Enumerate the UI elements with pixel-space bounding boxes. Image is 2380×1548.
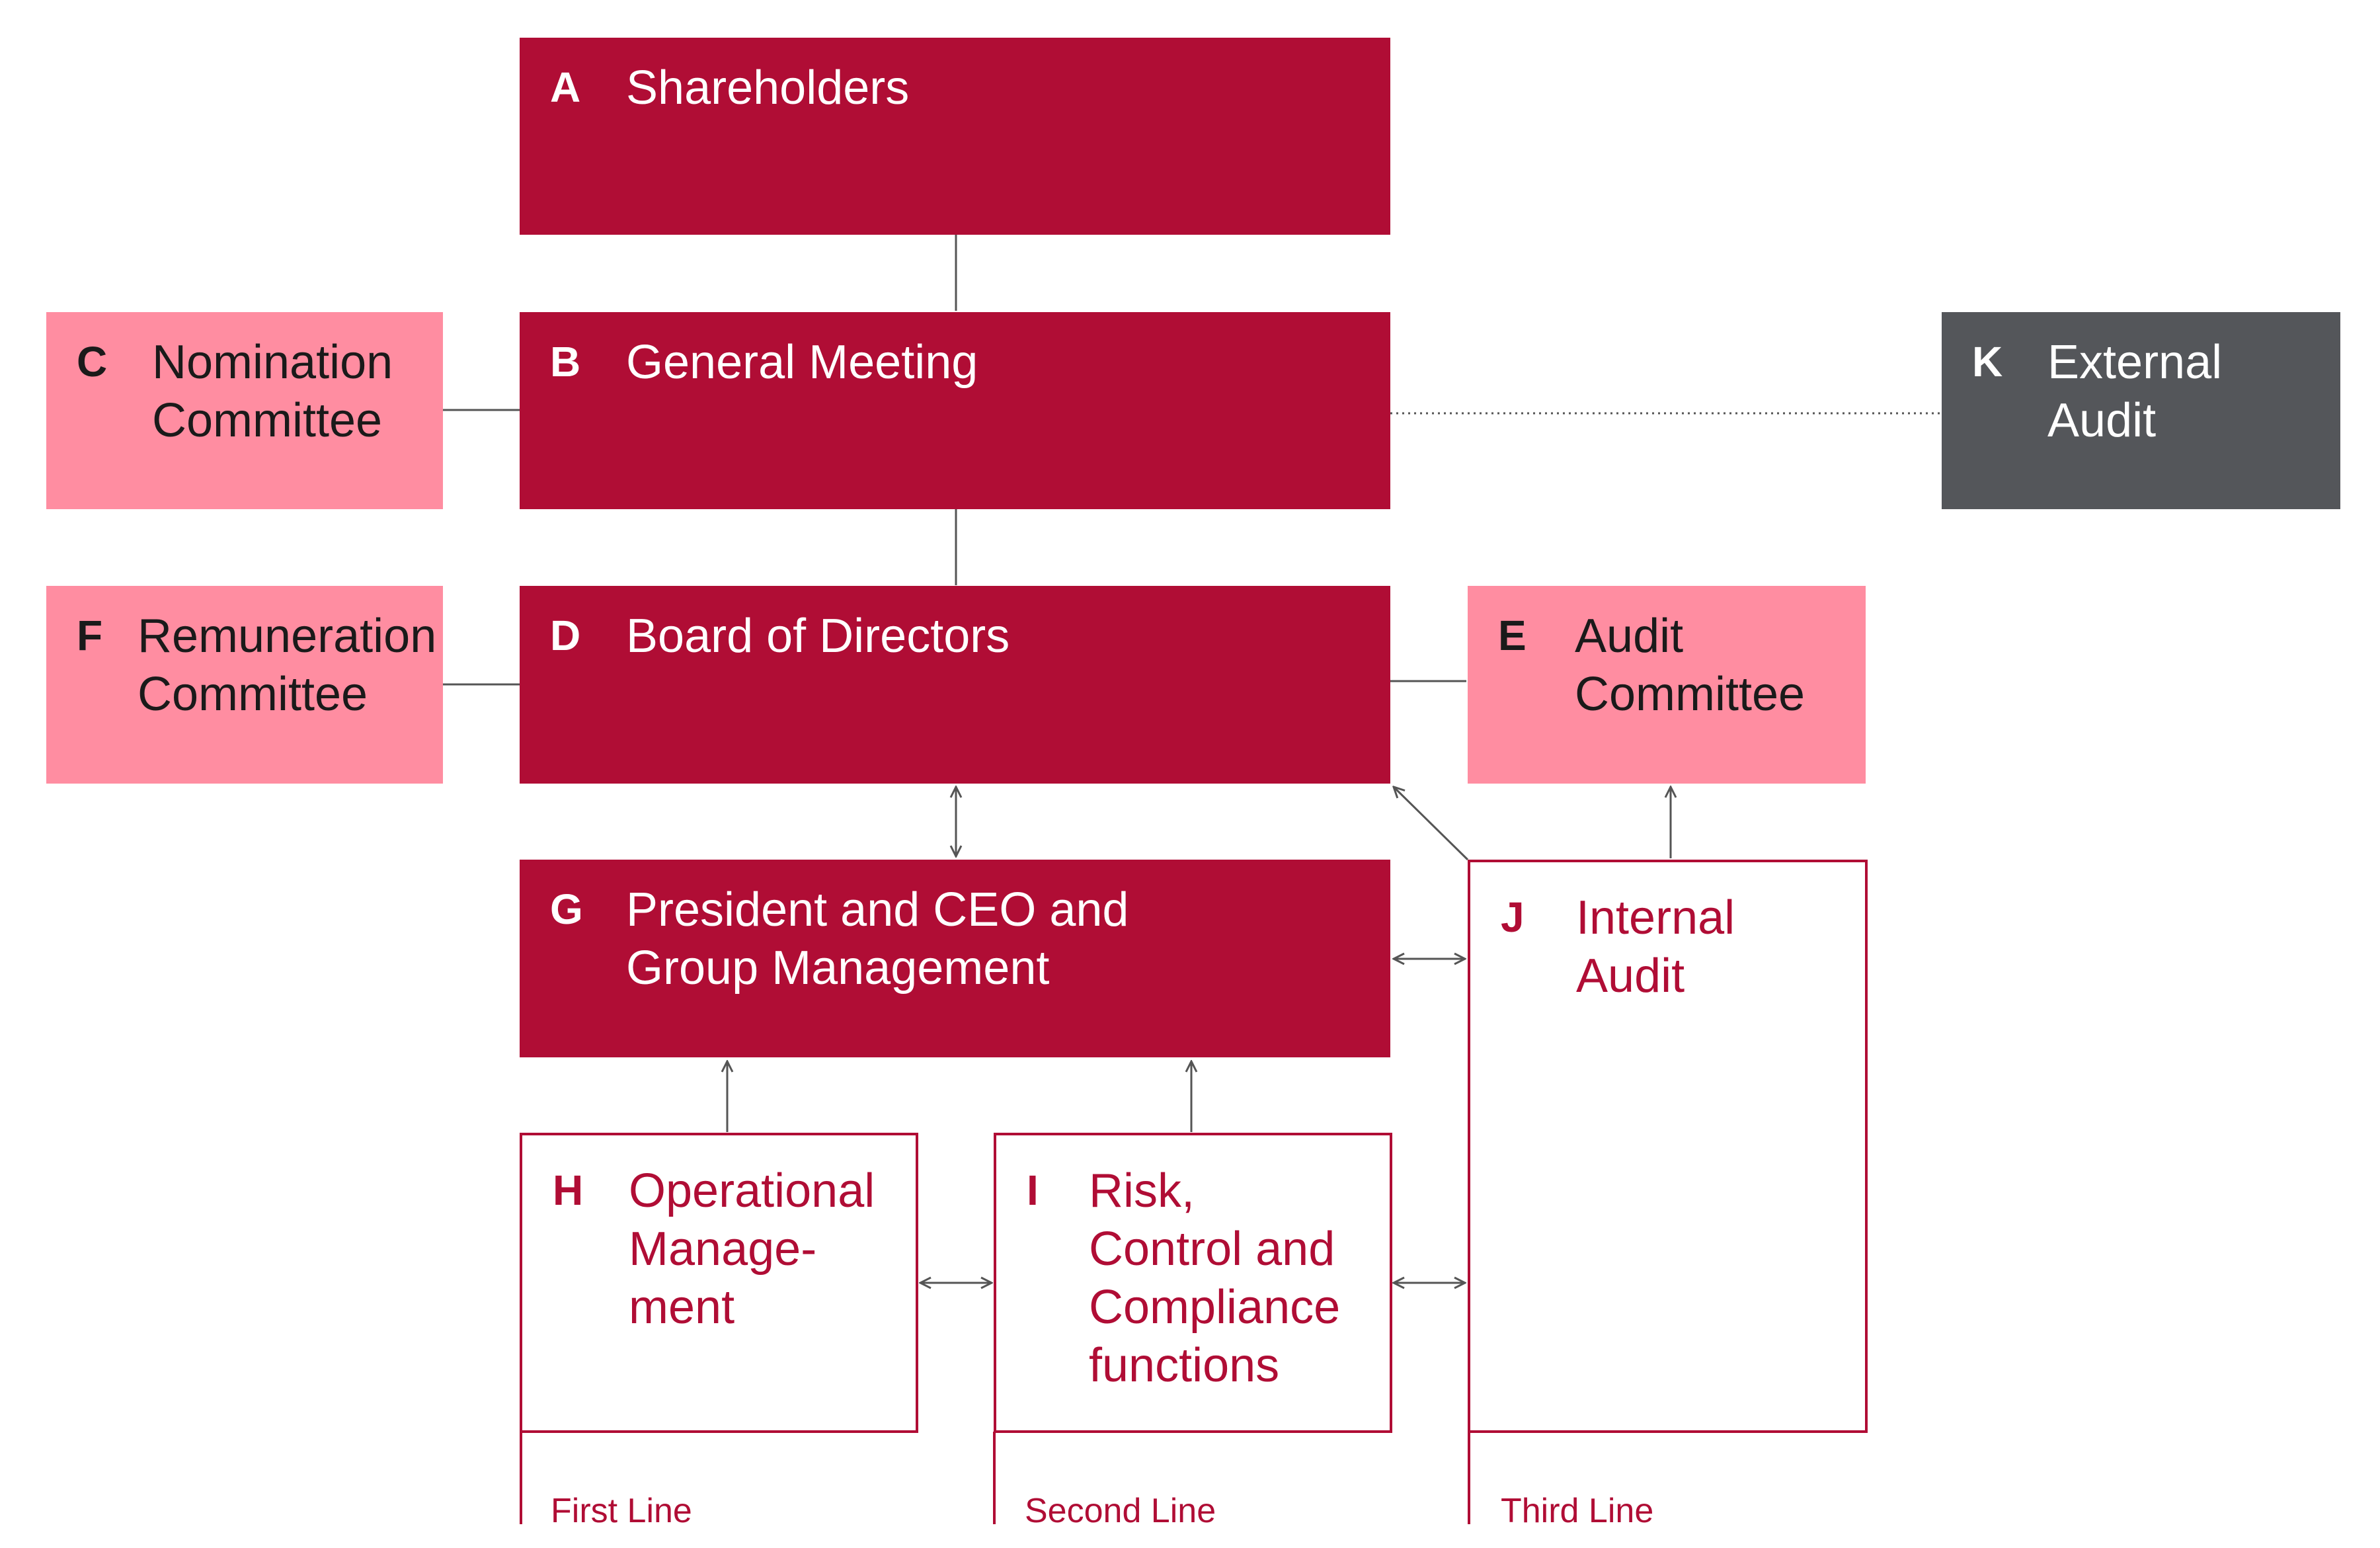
- node-label: Internal Audit: [1576, 891, 1735, 1002]
- node-general-meeting: B General Meeting: [520, 312, 1390, 509]
- node-letter: K: [1972, 338, 2003, 386]
- node-label: General Meeting: [626, 336, 978, 389]
- node-letter: E: [1498, 612, 1527, 659]
- node-letter: H: [553, 1166, 584, 1214]
- node-label: Shareholders: [626, 61, 910, 114]
- third-line-label: Third Line: [1501, 1492, 1654, 1530]
- node-nomination-committee: C Nomination Committee: [46, 312, 443, 509]
- node-president-ceo: G President and CEO and Group Management: [520, 860, 1390, 1057]
- node-remuneration-committee: F Remuneration Committee: [46, 586, 443, 784]
- node-board-of-directors: D Board of Directors: [520, 586, 1390, 784]
- node-label: Risk, Control and Compliance functions: [1089, 1164, 1341, 1392]
- node-label: President and CEO and Group Management: [626, 883, 1129, 995]
- node-letter: F: [77, 612, 103, 659]
- second-line-label: Second Line: [1025, 1492, 1216, 1530]
- node-label: Remuneration Committee: [138, 610, 437, 721]
- node-letter: C: [77, 338, 108, 386]
- node-shareholders: A Shareholders: [520, 38, 1390, 235]
- node-letter: I: [1027, 1166, 1039, 1214]
- first-line-label: First Line: [551, 1492, 692, 1530]
- node-label: Audit Committee: [1575, 610, 1805, 721]
- node-label: Operational Manage- ment: [629, 1164, 875, 1334]
- arrow-j-d: [1394, 787, 1469, 861]
- node-letter: B: [550, 338, 581, 386]
- node-internal-audit: J Internal Audit: [1468, 860, 1868, 1433]
- node-label: Nomination Committee: [152, 336, 393, 447]
- node-audit-committee: E Audit Committee: [1468, 586, 1866, 784]
- node-label: Board of Directors: [626, 610, 1010, 663]
- node-operational-management: H Operational Manage- ment: [520, 1133, 918, 1433]
- node-external-audit: K External Audit: [1942, 312, 2340, 509]
- node-label: External Audit: [2047, 336, 2223, 447]
- node-letter: J: [1501, 893, 1525, 941]
- node-letter: A: [550, 63, 581, 111]
- node-letter: G: [550, 885, 583, 933]
- node-risk-control-compliance: I Risk, Control and Compliance functions: [994, 1133, 1392, 1433]
- node-letter: D: [550, 612, 581, 659]
